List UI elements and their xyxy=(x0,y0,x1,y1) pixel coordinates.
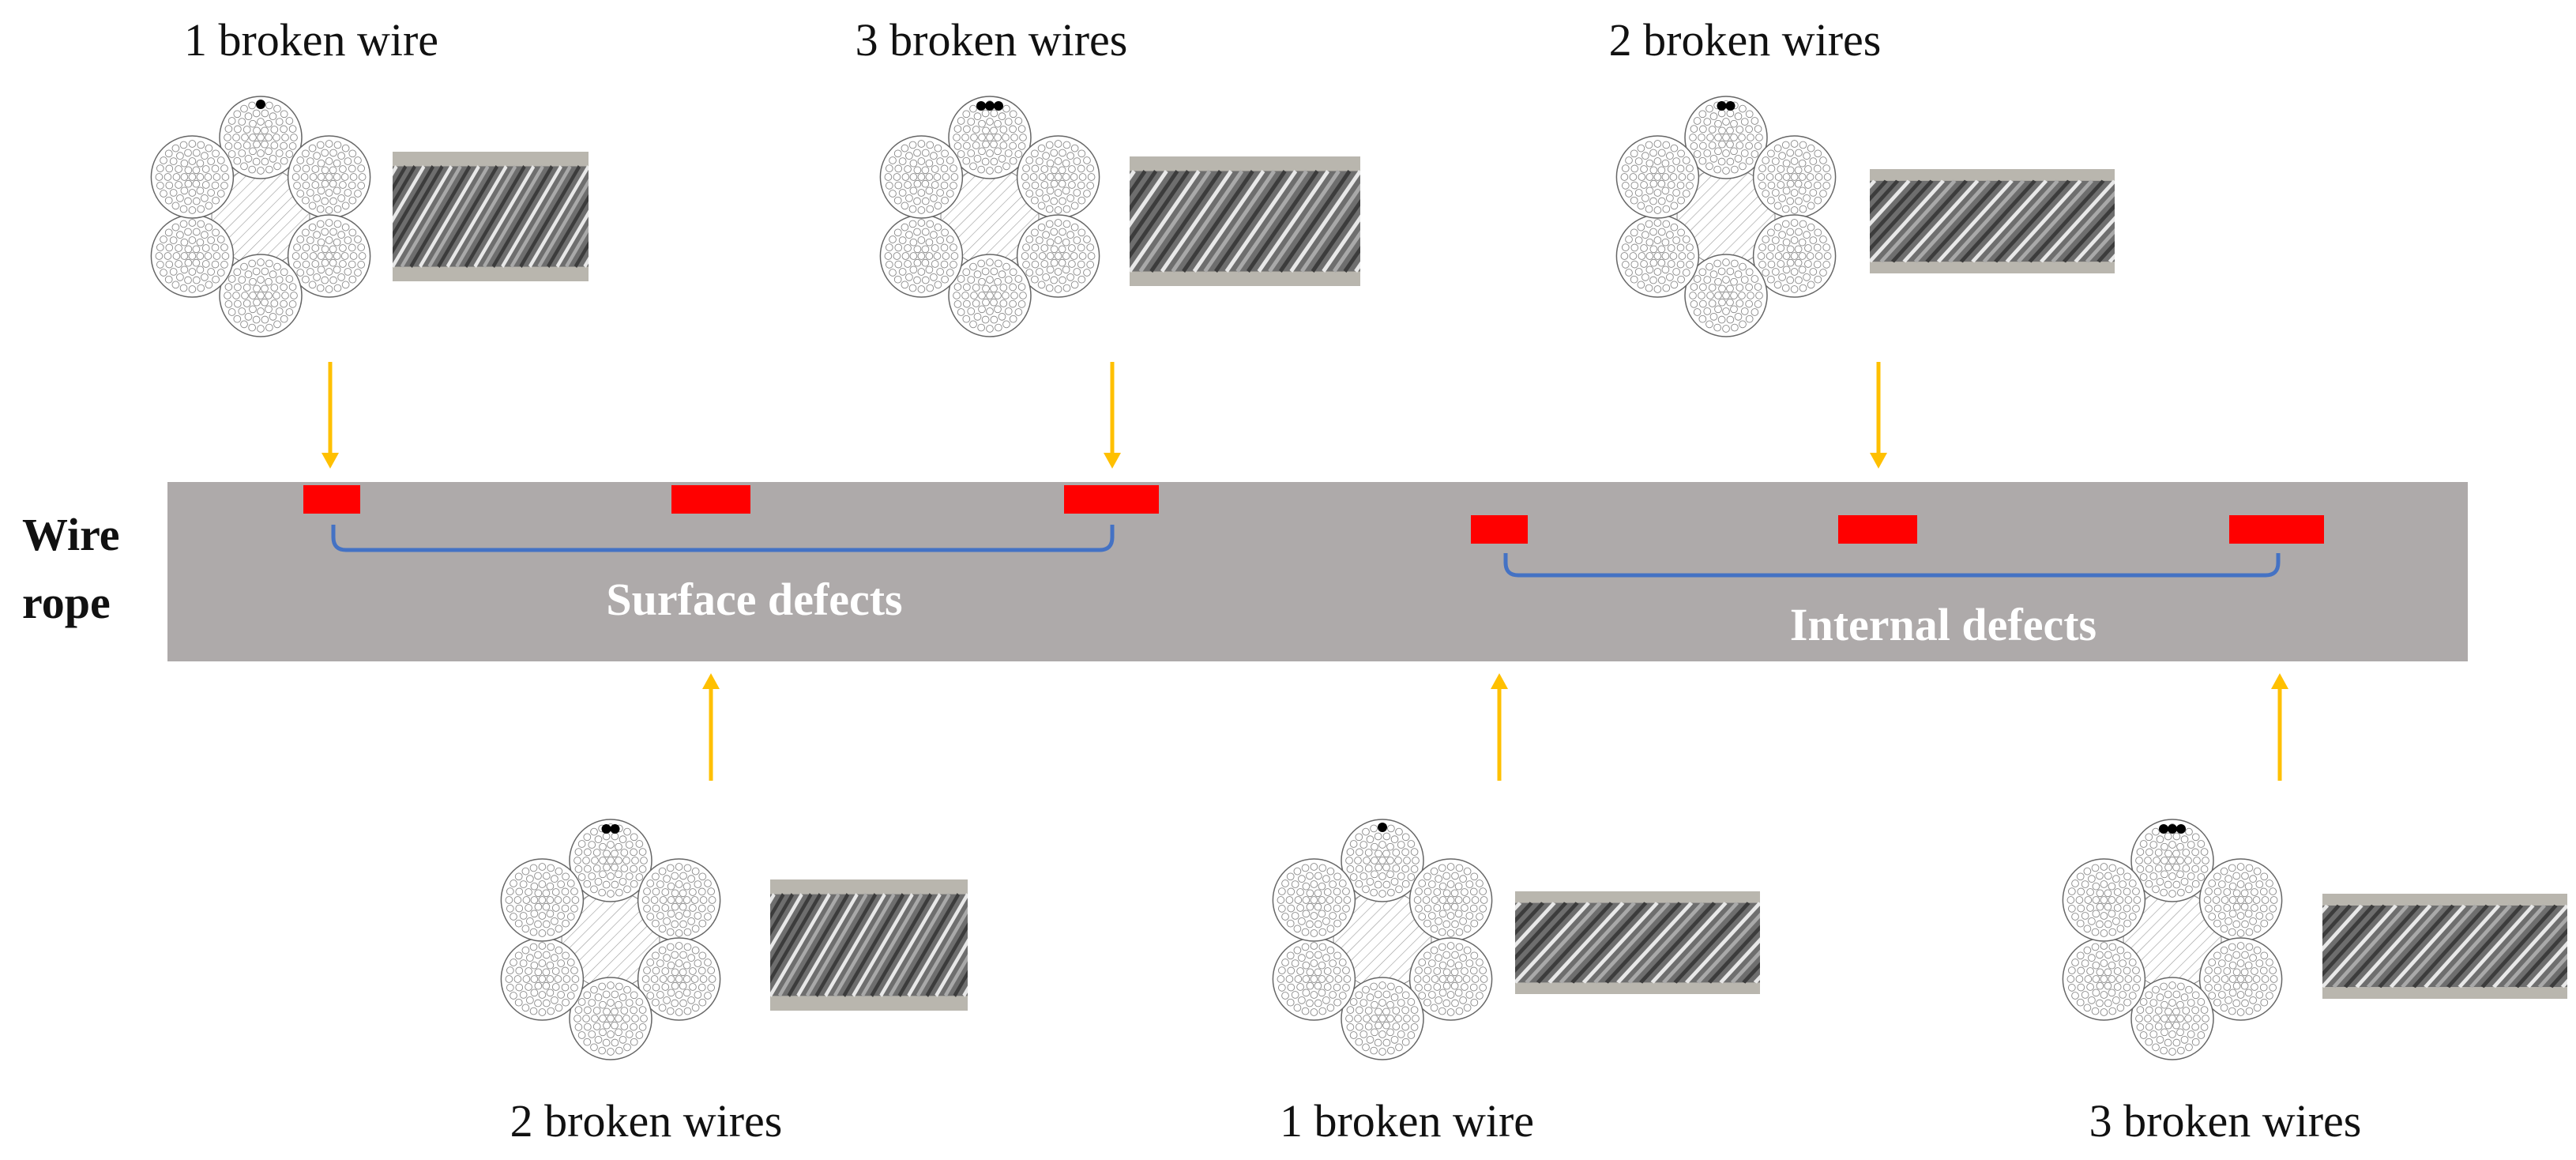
defect-marker xyxy=(1471,515,1528,544)
arrow-up xyxy=(2271,673,2288,781)
wire-rope-label-line1: Wire xyxy=(22,509,120,560)
defect-marker xyxy=(1064,485,1159,514)
rope-cross-section xyxy=(1596,79,1856,346)
surface-defects-label: Surface defects xyxy=(606,574,903,625)
rope-cross-section xyxy=(130,79,391,346)
rope-cross-section xyxy=(480,802,741,1069)
sample-label: 2 broken wires xyxy=(510,1095,783,1147)
rope-cross-section xyxy=(1252,802,1513,1069)
arrow-down xyxy=(1104,362,1121,469)
arrow-down xyxy=(1870,362,1887,469)
wire-rope-bar xyxy=(167,482,2468,661)
sample-label: 2 broken wires xyxy=(1608,14,1882,66)
wire-rope-photo xyxy=(1130,156,1360,286)
surface-defects-bracket xyxy=(331,525,1115,552)
rope-cross-section xyxy=(859,79,1120,346)
wire-rope-photo xyxy=(770,879,968,1011)
wire-rope-photo xyxy=(1515,891,1760,994)
wire-rope-photo xyxy=(1870,169,2115,273)
rope-cross-section xyxy=(2042,802,2303,1069)
arrow-up xyxy=(702,673,720,781)
defect-marker xyxy=(303,485,360,514)
sample-label: 3 broken wires xyxy=(2089,1095,2362,1147)
defect-marker xyxy=(2229,515,2324,544)
defect-marker xyxy=(1838,515,1917,544)
sample-label: 1 broken wire xyxy=(183,14,439,66)
internal-defects-label: Internal defects xyxy=(1789,599,2097,650)
defect-marker xyxy=(671,485,750,514)
arrow-up xyxy=(1491,673,1508,781)
sample-label: 3 broken wires xyxy=(855,14,1128,66)
sample-label: 1 broken wire xyxy=(1279,1095,1535,1147)
internal-defects-bracket xyxy=(1503,553,2281,578)
wire-rope-label-line2: rope xyxy=(22,577,111,628)
wire-rope-photo xyxy=(2322,894,2567,999)
wire-rope-photo xyxy=(393,152,589,281)
arrow-down xyxy=(322,362,339,469)
